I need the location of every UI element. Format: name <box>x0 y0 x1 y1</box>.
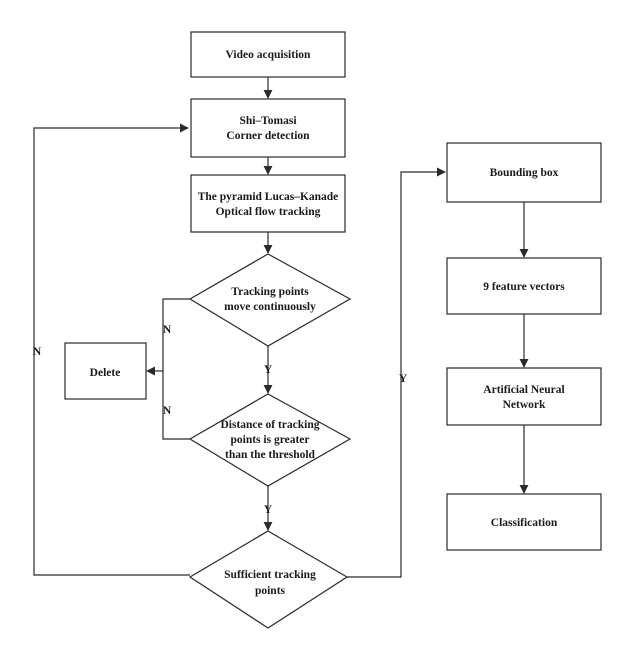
node-text: Bounding box <box>490 167 559 179</box>
node-text: Corner detection <box>226 130 310 142</box>
node-text: The pyramid Lucas–Kanade <box>198 191 339 203</box>
edge-continuous-no <box>162 298 190 440</box>
decision-sufficient-points: Sufficient tracking points <box>188 530 349 629</box>
node-text: points is greater <box>230 434 309 446</box>
decision-tracking-continuous: Tracking points move continuously <box>188 253 352 347</box>
edge-label-continuous-yes: Y <box>264 364 273 376</box>
node-text: Distance of tracking <box>220 419 319 431</box>
node-text: Delete <box>90 367 121 379</box>
node-text: Optical flow tracking <box>216 206 321 218</box>
decision-distance-threshold: Distance of tracking points is greater t… <box>188 393 352 487</box>
node-bounding-box: Bounding box <box>446 142 602 203</box>
edge-label-distance-no: N <box>163 405 172 417</box>
node-ann: Artificial Neural Network <box>446 367 602 426</box>
node-text: Shi–Tomasi <box>239 115 297 127</box>
edge-label-distance-yes: Y <box>264 504 273 516</box>
node-text: than the threshold <box>225 449 315 461</box>
node-text: 9 feature vectors <box>483 281 565 293</box>
node-feature-vectors: 9 feature vectors <box>446 257 602 315</box>
node-text: Artificial Neural <box>483 384 564 396</box>
edge-label-sufficient-yes: Y <box>399 373 408 385</box>
node-text: Tracking points <box>231 286 309 298</box>
node-text: Sufficient tracking <box>224 569 316 581</box>
node-text: Classification <box>491 517 558 529</box>
edge-label-sufficient-no: N <box>33 346 42 358</box>
node-lucas-kanade: The pyramid Lucas–Kanade Optical flow tr… <box>190 174 346 233</box>
node-text: points <box>255 585 286 597</box>
node-text: move continuously <box>224 301 316 313</box>
node-delete: Delete <box>64 342 147 400</box>
edge-label-continuous-no: N <box>163 324 172 336</box>
node-shi-tomasi: Shi–Tomasi Corner detection <box>190 98 346 158</box>
edge-sufficient-yes <box>347 167 446 578</box>
edge-sufficient-no <box>33 123 190 576</box>
node-video-acquisition: Video acquisition <box>190 31 346 78</box>
node-classification: Classification <box>446 493 602 551</box>
node-text: Video acquisition <box>226 49 311 61</box>
node-text: Network <box>503 399 546 411</box>
